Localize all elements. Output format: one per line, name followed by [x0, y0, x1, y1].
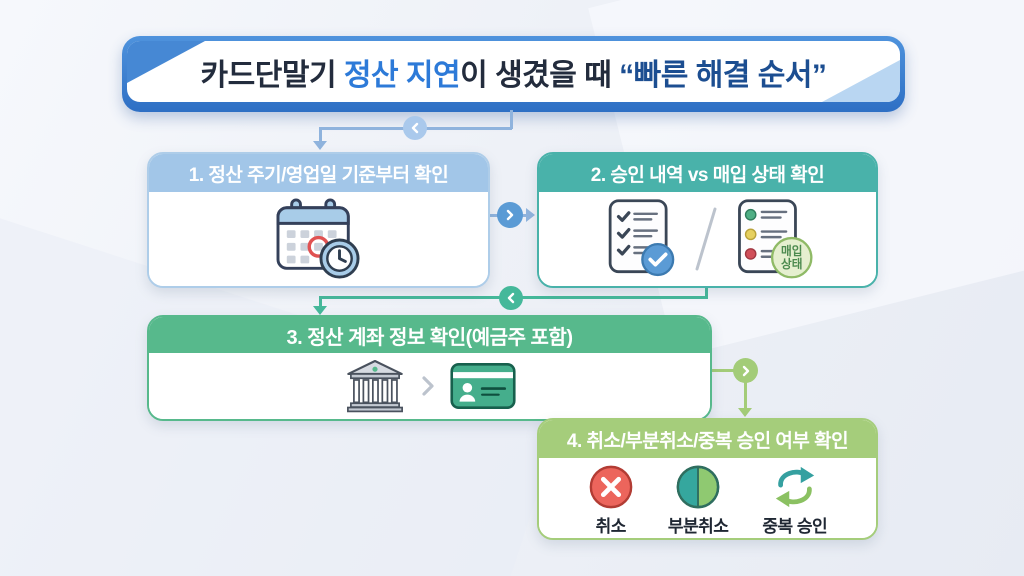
chevron-right-badge-blue	[497, 202, 523, 228]
step4-item-partial-cancel: 부분취소	[668, 464, 729, 537]
duplicate-approval-label: 중복 승인	[762, 517, 828, 536]
step1-header: 1. 정산 주기/영업일 기준부터 확인	[149, 154, 488, 192]
slash-divider-icon	[695, 207, 716, 271]
purchase-status-badge-line1: 매입	[781, 244, 802, 258]
step3-header: 3. 정산 계좌 정보 확인(예금주 포함)	[149, 317, 710, 353]
chevron-left-badge-teal	[499, 286, 523, 310]
step4-body: 취소 부분취소 중복 승인	[539, 458, 876, 538]
repeat-arrows-icon	[775, 466, 814, 508]
chevron-left-icon	[411, 122, 419, 134]
page-title: 카드단말기 정산 지연이 생겼을 때 “빠른 해결 순서”	[201, 50, 827, 94]
step2-box: 2. 승인 내역 vs 매입 상태 확인	[537, 152, 878, 288]
arrow-into-step1	[313, 141, 327, 150]
chevron-right-icon	[506, 209, 514, 221]
connector-step3-vertical	[744, 380, 747, 410]
step2-body: 매입 상태	[539, 192, 876, 286]
title-part-highlight: 정산 지연	[343, 58, 461, 92]
purchase-status-doc-icon: 매입 상태	[737, 199, 812, 279]
cancel-x-icon	[589, 465, 633, 509]
connector-step2-drop	[319, 296, 322, 308]
step4-item-cancel: 취소	[588, 464, 634, 537]
title-part-quote: “빠른 해결 순서”	[619, 58, 827, 92]
cancel-label: 취소	[595, 517, 627, 536]
purchase-status-badge-line2: 상태	[781, 257, 802, 271]
chevron-left-badge-blue	[403, 116, 427, 140]
chevron-left-icon	[507, 292, 515, 304]
step3-body	[149, 353, 710, 419]
connector-step2-vertical	[705, 288, 708, 299]
partial-cancel-label: 부분취소	[667, 517, 729, 536]
approval-checklist-icon	[608, 199, 674, 277]
chevron-right-icon	[742, 365, 749, 376]
title-banner: 카드단말기 정산 지연이 생겼을 때 “빠른 해결 순서”	[122, 36, 905, 112]
half-circle-icon	[676, 465, 720, 509]
title-corner-accent-bottom-right	[822, 60, 900, 102]
title-part-dark1: 카드단말기	[200, 58, 344, 92]
title-corner-accent-top-left	[127, 41, 205, 83]
chevron-right-divider-icon	[421, 376, 434, 396]
step2-header: 2. 승인 내역 vs 매입 상태 확인	[539, 154, 876, 192]
step4-box: 4. 취소/부분취소/중복 승인 여부 확인 취소 부분취소	[537, 418, 878, 540]
arrow-into-step3	[313, 306, 327, 315]
step4-item-duplicate-approval: 중복 승인	[762, 464, 828, 537]
connector-title-drop	[319, 127, 322, 143]
arrow-into-step2	[526, 208, 535, 222]
arrow-into-step4	[738, 408, 752, 417]
connector-step3-horizontal	[712, 369, 746, 372]
connector-title-vertical	[510, 110, 513, 129]
title-banner-inner: 카드단말기 정산 지연이 생겼을 때 “빠른 해결 순서”	[127, 41, 900, 102]
step1-box: 1. 정산 주기/영업일 기준부터 확인	[147, 152, 490, 288]
account-card-icon	[449, 362, 516, 410]
step4-header: 4. 취소/부분취소/중복 승인 여부 확인	[539, 420, 876, 458]
step3-box: 3. 정산 계좌 정보 확인(예금주 포함)	[147, 315, 712, 421]
title-part-dark2: 이 생겼을 때	[460, 58, 620, 92]
bank-icon	[346, 359, 403, 413]
chevron-right-badge-green	[733, 358, 758, 383]
step1-body	[149, 192, 488, 286]
calendar-clock-icon	[276, 198, 360, 279]
